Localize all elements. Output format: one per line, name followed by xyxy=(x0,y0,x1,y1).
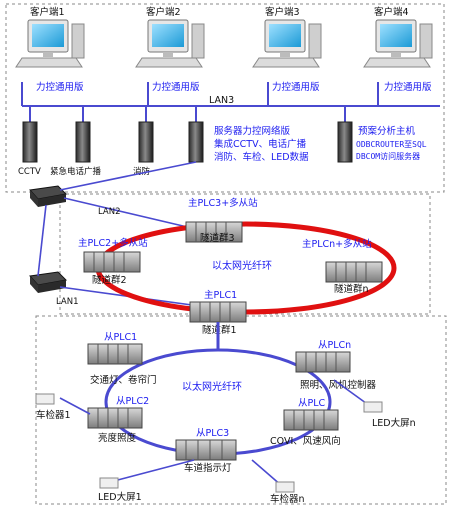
server-label: 紧急电话广播 xyxy=(50,166,102,177)
vehicle-detector-device xyxy=(35,393,55,405)
vehicle-detector-label: 车检器1 xyxy=(36,409,71,421)
tunnel-plc-title: 主PLC3+多从站 xyxy=(188,197,258,209)
analysis-server-label: 预案分析主机 xyxy=(358,125,416,137)
tunnel-group-name: 隧道群3 xyxy=(200,232,235,244)
lan2-label: LAN2 xyxy=(98,207,121,217)
server-tower xyxy=(337,121,353,163)
upper-ring-label: 以太网光纤环 xyxy=(212,259,272,272)
plc-rack xyxy=(87,407,143,429)
field-plc-function: 亮度照度 xyxy=(98,432,137,444)
led-screen-label: LED大屏n xyxy=(372,417,416,429)
field-plc-function: 照明、风机控制器 xyxy=(300,379,377,391)
led-screen-device xyxy=(363,401,383,413)
tunnel-group-name: 隧道群n xyxy=(334,283,369,295)
field-plc-title: 从PLC2 xyxy=(116,396,149,407)
control-center-region xyxy=(5,3,445,193)
server-tower xyxy=(75,121,91,163)
plc-rack xyxy=(185,221,243,243)
server-tower xyxy=(188,121,204,163)
client-software-label: 力控通用版 xyxy=(272,81,320,93)
client-software-label: 力控通用版 xyxy=(36,81,84,93)
main-server-label: 服务器力控网络版 xyxy=(214,125,291,137)
lan1-label: LAN1 xyxy=(56,297,79,307)
client-workstation xyxy=(15,19,85,68)
vehicle-detector-device xyxy=(275,481,295,493)
plc-rack xyxy=(283,409,339,431)
lan3-network xyxy=(21,82,440,124)
plc-rack xyxy=(325,261,383,283)
vehicle-detector-label: 车检器n xyxy=(270,493,305,505)
plc-rack xyxy=(189,301,247,323)
lower-ring-label: 以太网光纤环 xyxy=(182,380,242,393)
client-label: 客户端3 xyxy=(265,6,300,18)
server-label: 消防 xyxy=(133,166,151,177)
field-plc-function: 交通灯、卷帘门 xyxy=(90,374,157,386)
plc-rack xyxy=(83,251,141,273)
field-plc-title: 从PLC xyxy=(298,398,326,409)
main-server-label: 消防、车检、LED数据 xyxy=(214,151,309,163)
server-label: CCTV xyxy=(18,167,41,177)
main-server-label: 集成CCTV、电话广播 xyxy=(214,138,307,150)
client-label: 客户端2 xyxy=(146,6,181,18)
analysis-server-label: ODBCROUTER至SQL xyxy=(356,140,427,149)
client-label: 客户端1 xyxy=(30,6,65,18)
field-plc-function: 车道指示灯 xyxy=(184,462,232,474)
client-workstation xyxy=(252,19,322,68)
client-label: 客户端4 xyxy=(374,6,409,18)
client-workstation xyxy=(363,19,433,68)
client-software-label: 力控通用版 xyxy=(152,81,200,93)
server-tower xyxy=(138,121,154,163)
switch-device xyxy=(29,185,68,207)
plc-rack xyxy=(175,439,237,461)
field-plc-function: COVI、风速风向 xyxy=(270,435,341,447)
server-tower xyxy=(22,121,38,163)
field-plc-title: 从PLC1 xyxy=(104,332,137,343)
lan3-label: LAN3 xyxy=(209,95,234,106)
client-workstation xyxy=(135,19,205,68)
client-software-label: 力控通用版 xyxy=(384,81,432,93)
tunnel-plc-title: 主PLC2+多从站 xyxy=(78,237,148,249)
led-screen-label: LED大屏1 xyxy=(98,491,142,503)
analysis-server-label: DBCOM访问服务器 xyxy=(356,151,420,161)
switch-device xyxy=(29,271,68,293)
tunnel-plc-title: 主PLC1 xyxy=(204,289,237,301)
field-plc-title: 从PLCn xyxy=(318,340,351,351)
plc-rack xyxy=(295,351,351,373)
led-screen-device xyxy=(99,477,119,489)
field-plc-title: 从PLC3 xyxy=(196,428,229,439)
tunnel-plc-title: 主PLCn+多从站 xyxy=(302,238,372,250)
tunnel-group-name: 隧道群2 xyxy=(92,274,127,286)
plc-rack xyxy=(87,343,143,365)
